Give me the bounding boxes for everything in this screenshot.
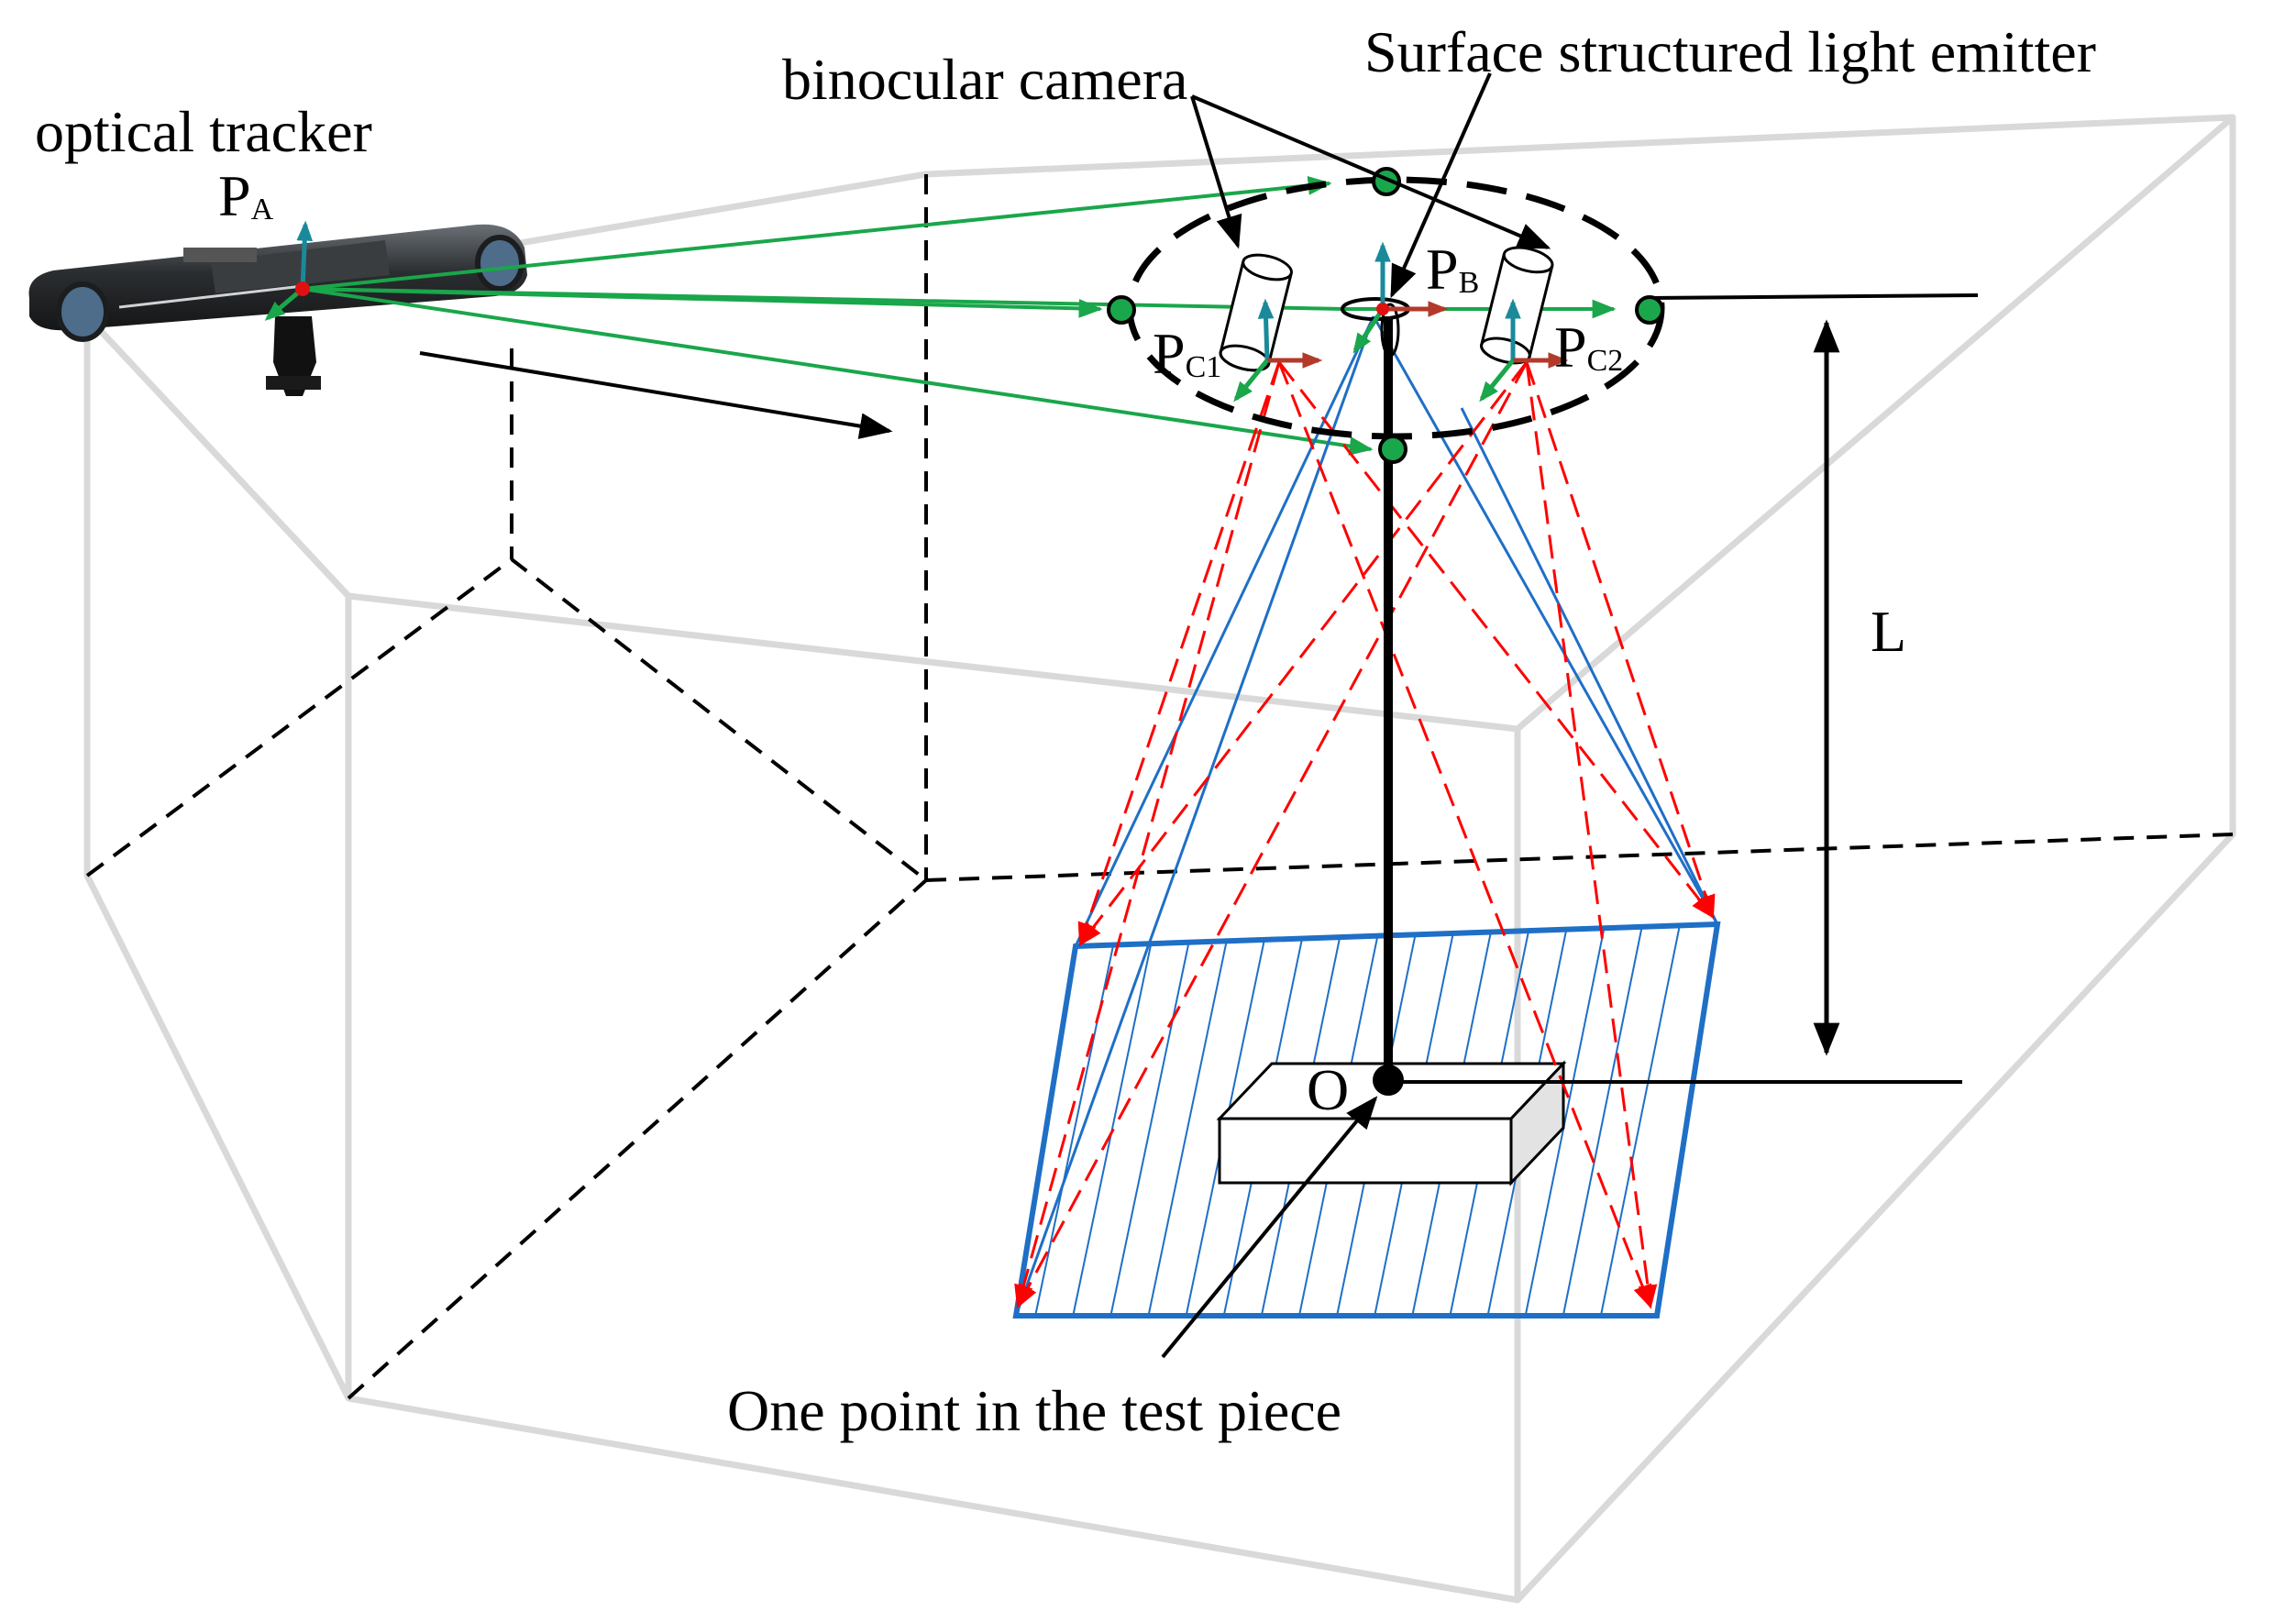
hidden-edges [85,174,2234,1400]
test-piece [1216,1060,1567,1186]
camera2-frame-axes [1479,298,1569,403]
camera1-frame-axes [1233,298,1323,403]
tracking-rays [302,176,1617,456]
fringe-line [1147,941,1228,1317]
emitter-frame-label: PB [1426,237,1479,302]
distance-label: L [1871,599,1906,664]
tracking-ray-bottom [302,287,1374,456]
test-piece-point-label: One point in the test piece [727,1378,1341,1443]
camera-cylinder-icon [1480,246,1554,365]
tracking-ray-top [302,176,1332,291]
camera-left [1219,253,1293,372]
camera1-frame-label: PC1 [1153,321,1221,386]
hidden-edge-floor-diagonal [347,878,928,1400]
emitter-label: Surface structured light emitter [1364,19,2096,84]
emitter-callout [1390,72,1492,299]
emitter-reference-line [1648,293,1979,300]
emitter-frame-axes [1352,241,1449,354]
camera2-frame-label: PC2 [1554,314,1623,380]
tracker-frame-axes [264,220,314,321]
camera-right [1480,246,1554,365]
tracking-marker-dot-icon [1635,295,1664,325]
emitter-projection-edges [1014,315,1719,1317]
camera-view-rays [1014,361,1716,1309]
motion-arrow [419,351,893,439]
test-piece-callout [1161,1096,1378,1359]
box-bottom-edge [348,1395,1518,1604]
optical-tracker-label: optical tracker [35,99,372,164]
camera-callout-left [1190,95,1242,249]
hidden-edge-floor-left [85,557,928,882]
binocular-camera-label: binocular camera [782,47,1187,112]
fringe-line [1599,925,1681,1317]
tracker-axis-up [296,220,314,290]
camera-cylinder-icon [1219,253,1293,372]
tracker-frame-label: PA [218,163,274,228]
optical-tracker-device-icon [28,224,527,396]
fringe-line [1109,942,1190,1317]
test-piece-front [1218,1117,1513,1185]
box-left-wall [83,316,352,1402]
tracker-axis-diag [264,287,304,321]
box-right-wall [1514,117,2236,1604]
camera-callout-right [1191,94,1551,249]
tracking-markers [1107,167,1664,464]
fringe-line [1562,926,1643,1317]
tracking-marker-dot-icon [1107,295,1136,325]
emitter-lens-vertical [1380,303,1400,358]
tracking-marker-dot-icon [1378,435,1407,464]
callout-arrows [1161,72,1551,1359]
tracking-ray-center [302,287,1344,311]
box-top-ridge-left [84,314,351,599]
origin-label: O [1307,1057,1349,1122]
hidden-edge-floor-right [925,833,2234,882]
fringe-line [1524,928,1606,1317]
